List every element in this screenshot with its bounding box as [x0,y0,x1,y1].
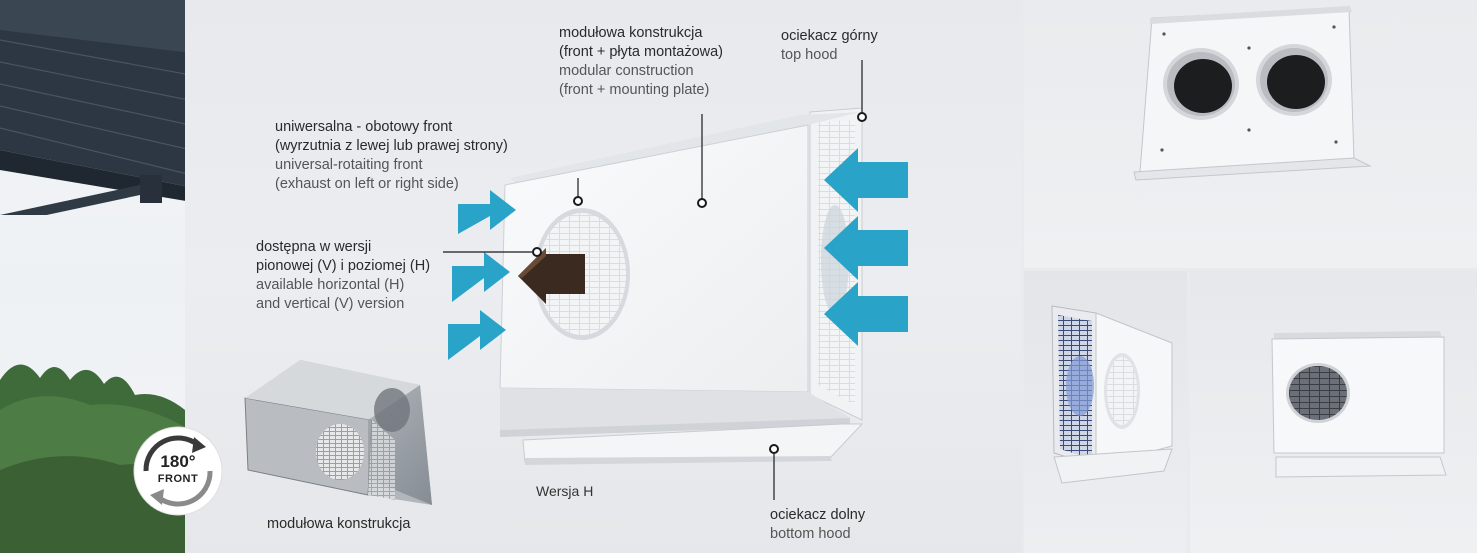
bottom-hood-en: bottom hood [770,526,851,542]
mounting-plate-photo [1024,0,1477,268]
modular-construction-pl-line1: modułowa konstrukcja [559,25,703,41]
vertical-version-photo [1024,271,1187,553]
label-universal-front: uniwersalna - obotowy front (wyrzutnia z… [275,118,508,194]
vertical-unit-illustration [1051,305,1173,484]
ventilation-unit-illustration [244,60,908,505]
universal-front-en-line1: universal-rotaiting front [275,157,423,173]
universal-front-pl-line1: uniwersalna - obotowy front [275,119,453,135]
label-top-hood: ociekacz górny top hood [781,27,878,65]
modular-construction-en-line2: (front + mounting plate) [559,82,710,98]
badge-front-text: FRONT [157,473,199,485]
modular-construction-pl-line2: (front + płyta montażowa) [559,44,724,60]
versions-pl-line2: pionowej (V) i poziomej (H) [256,258,431,274]
label-bottom-hood: ociekacz dolny bottom hood [770,506,865,544]
label-versions: dostępna w wersji pionowej (V) i poziome… [256,238,430,314]
label-version-h: Wersja H [536,483,594,499]
label-modular-construction: modułowa konstrukcja (front + płyta mont… [559,24,723,100]
rotation-180-badge: 180° FRONT [132,425,224,517]
main-product-photo: 180° FRONT modułowa konstrukcja (front +… [0,0,1022,553]
universal-front-pl-line2: (wyrzutnia z lewej lub prawej strony) [275,138,508,154]
hedge [0,364,200,553]
horizontal-unit-illustration [1271,331,1447,478]
mounting-plate-illustration [1133,6,1372,181]
universal-front-en-line2: (exhaust on left or right side) [275,176,459,192]
modular-construction-en-line1: modular construction [559,63,694,79]
label-modular-small: modułowa konstrukcja [267,516,411,532]
top-hood-pl: ociekacz górny [781,28,878,44]
versions-en-line2: and vertical (V) version [256,296,405,312]
horizontal-version-photo [1190,271,1477,553]
versions-pl-line1: dostępna w wersji [256,239,372,255]
bottom-hood-pl: ociekacz dolny [770,507,866,523]
versions-en-line1: available horizontal (H) [256,277,405,293]
top-hood-en: top hood [781,47,838,63]
badge-degree-text: 180° [160,452,196,471]
